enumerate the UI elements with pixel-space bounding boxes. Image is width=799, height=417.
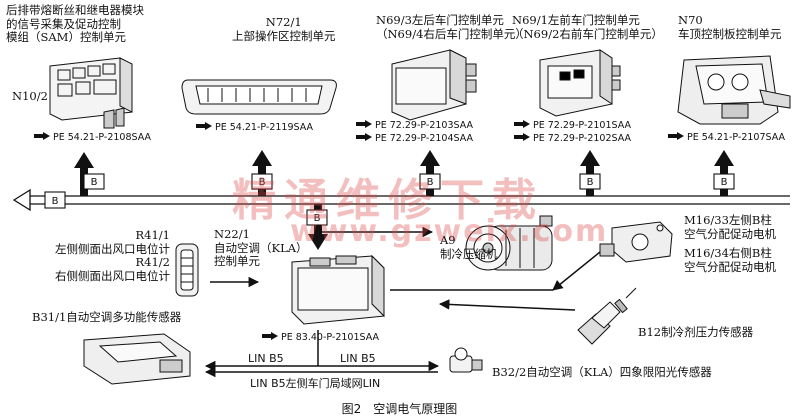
b32-label: B32/2自动空调（KLA）四象限阳光传感器 xyxy=(492,365,712,379)
n69-front-module-image xyxy=(539,49,621,117)
can-bus xyxy=(12,188,790,212)
n22-control-unit-image xyxy=(291,254,385,325)
b12-label: B12制冷剂压力传感器 xyxy=(638,325,754,339)
bus-b-label: B xyxy=(259,177,266,188)
n70-ref: PE 54.21-P-2107SAA xyxy=(668,132,785,143)
n69-rear-label: N69/3左后车门控制单元 （N69/4右后车门控制单元） xyxy=(376,13,527,41)
n70-module-image xyxy=(677,55,791,125)
n72-ref: PE 54.21-P-2119SAA xyxy=(196,122,313,133)
pe-reference-icon xyxy=(34,132,50,140)
n72-module-image xyxy=(181,79,337,115)
n22-ref: PE 83.40-P-2101SAA xyxy=(262,332,379,343)
lin-left-label: LIN B5 xyxy=(248,352,284,365)
figure-caption: 图2 空调电气原理图 xyxy=(341,402,458,416)
r41-potentiometer-image xyxy=(175,243,199,297)
pe-reference-icon xyxy=(262,332,278,340)
n69-front-label: N69/1左前车门控制单元 （N69/2右前车门控制单元） xyxy=(512,13,663,41)
b31-multifunction-sensor-image xyxy=(83,333,191,385)
b31-label: B31/1自动空调多功能传感器 xyxy=(32,310,182,324)
bus-b-label: B xyxy=(314,213,321,224)
m16-actuator-image xyxy=(599,221,673,263)
n69-rear-module-image xyxy=(391,49,477,121)
sam-code: N10/2 xyxy=(12,89,48,103)
pe-reference-icon xyxy=(196,122,212,130)
b12-pressure-sensor-image xyxy=(577,287,637,345)
pe-reference-icon xyxy=(514,120,530,128)
pe-reference-icon xyxy=(356,133,372,141)
pe-reference-icon xyxy=(356,120,372,128)
bus-b-boxes xyxy=(44,173,735,226)
bus-b-label: B xyxy=(52,196,59,207)
n22-label: N22/1 自动空调（KLA） 控制单元 xyxy=(214,227,308,268)
n69-rear-ref-2: PE 72.29-P-2104SAA xyxy=(356,133,473,144)
sam-ref: PE 54.21-P-2108SAA xyxy=(34,132,151,143)
b12-to-n22-arrow xyxy=(438,299,576,311)
n69-front-ref-2: PE 72.29-P-2102SAA xyxy=(514,133,631,144)
n70-label: N70 车顶控制板控制单元 xyxy=(678,13,782,41)
bus-b-label: B xyxy=(721,177,728,188)
sam-module-image xyxy=(49,57,133,129)
compressor-image xyxy=(465,215,553,271)
watermark-url: www.gzweix.com xyxy=(290,214,609,249)
bus-b-label: B xyxy=(427,177,434,188)
lin-right-label: LIN B5 xyxy=(340,352,376,365)
watermark-cn: 精通维修下载 xyxy=(232,175,544,226)
n22-to-m16-arrow xyxy=(552,251,601,291)
pe-reference-icon xyxy=(514,133,530,141)
pe-reference-icon xyxy=(668,132,684,140)
bus-end-arrow xyxy=(12,188,31,212)
r41-label: R41/1 左侧侧面出风口电位计 R41/2 右侧侧面出风口电位计 xyxy=(55,228,170,283)
lin-main-label: LIN B5左侧车门局域网LIN xyxy=(250,377,381,390)
m16-label: M16/33左侧B柱 空气分配促动电机 M16/34右侧B柱 空气分配促动电机 xyxy=(684,213,776,274)
compressor-label: A9 制冷压缩机 xyxy=(440,233,498,261)
n69-front-ref-1: PE 72.29-P-2101SAA xyxy=(514,120,631,131)
bus-b-label: B xyxy=(91,177,98,188)
n69-rear-ref-1: PE 72.29-P-2103SAA xyxy=(356,120,473,131)
b32-sun-sensor-image xyxy=(449,347,483,373)
n72-label: N72/1 上部操作区控制单元 xyxy=(232,15,336,43)
sam-label: 后排带熔断丝和继电器模块 的信号采集及促动控制 模组（SAM）控制单元 xyxy=(6,3,144,44)
bus-b-label: B xyxy=(587,177,594,188)
